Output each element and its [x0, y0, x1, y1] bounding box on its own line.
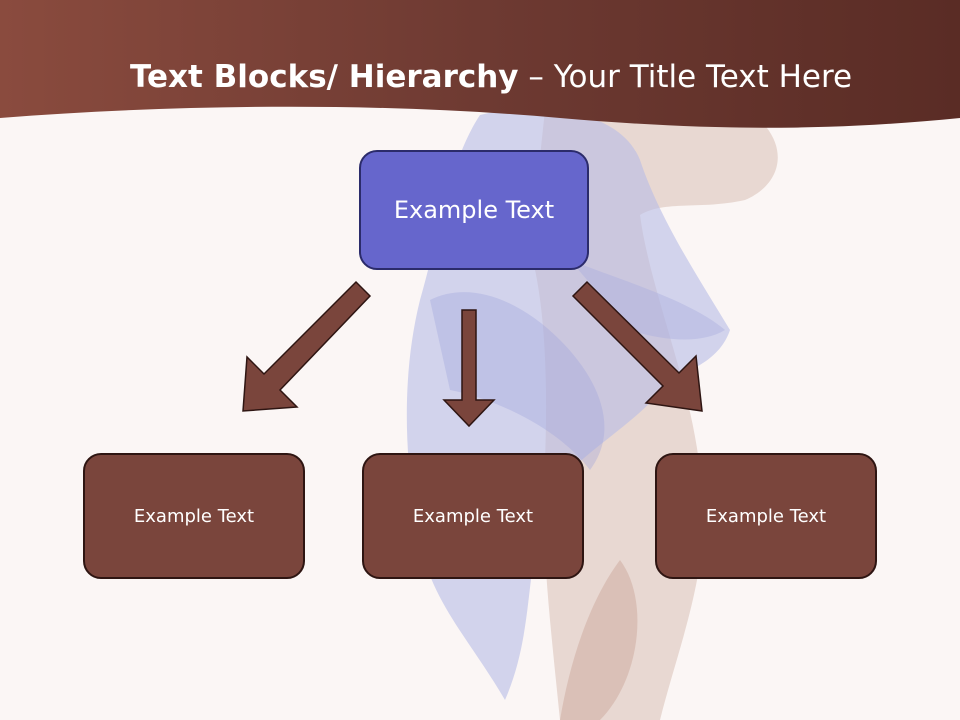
- child-text-label: Example Text: [705, 505, 827, 527]
- dress-ruffle: [570, 260, 725, 340]
- arrow-left: [242, 280, 372, 412]
- arrow-down: [442, 309, 496, 428]
- arrow-right: [571, 280, 703, 412]
- child-text-block-left: Example Text: [83, 453, 305, 579]
- title-dash: –: [518, 59, 554, 95]
- child-text-label: Example Text: [412, 505, 534, 527]
- child-text-block-right: Example Text: [655, 453, 877, 579]
- root-text-label: Example Text: [393, 196, 555, 224]
- slide-title: Text Blocks/ Hierarchy – Your Title Text…: [130, 52, 930, 102]
- root-text-block: Example Text: [359, 150, 589, 270]
- header-band: [0, 0, 960, 128]
- child-text-block-center: Example Text: [362, 453, 584, 579]
- title-bold-part: Text Blocks/ Hierarchy: [130, 59, 519, 95]
- figure-leg-shade: [560, 560, 638, 720]
- header-wave: [0, 0, 960, 128]
- child-text-label: Example Text: [133, 505, 255, 527]
- title-rest-part: Your Title Text Here: [553, 59, 853, 95]
